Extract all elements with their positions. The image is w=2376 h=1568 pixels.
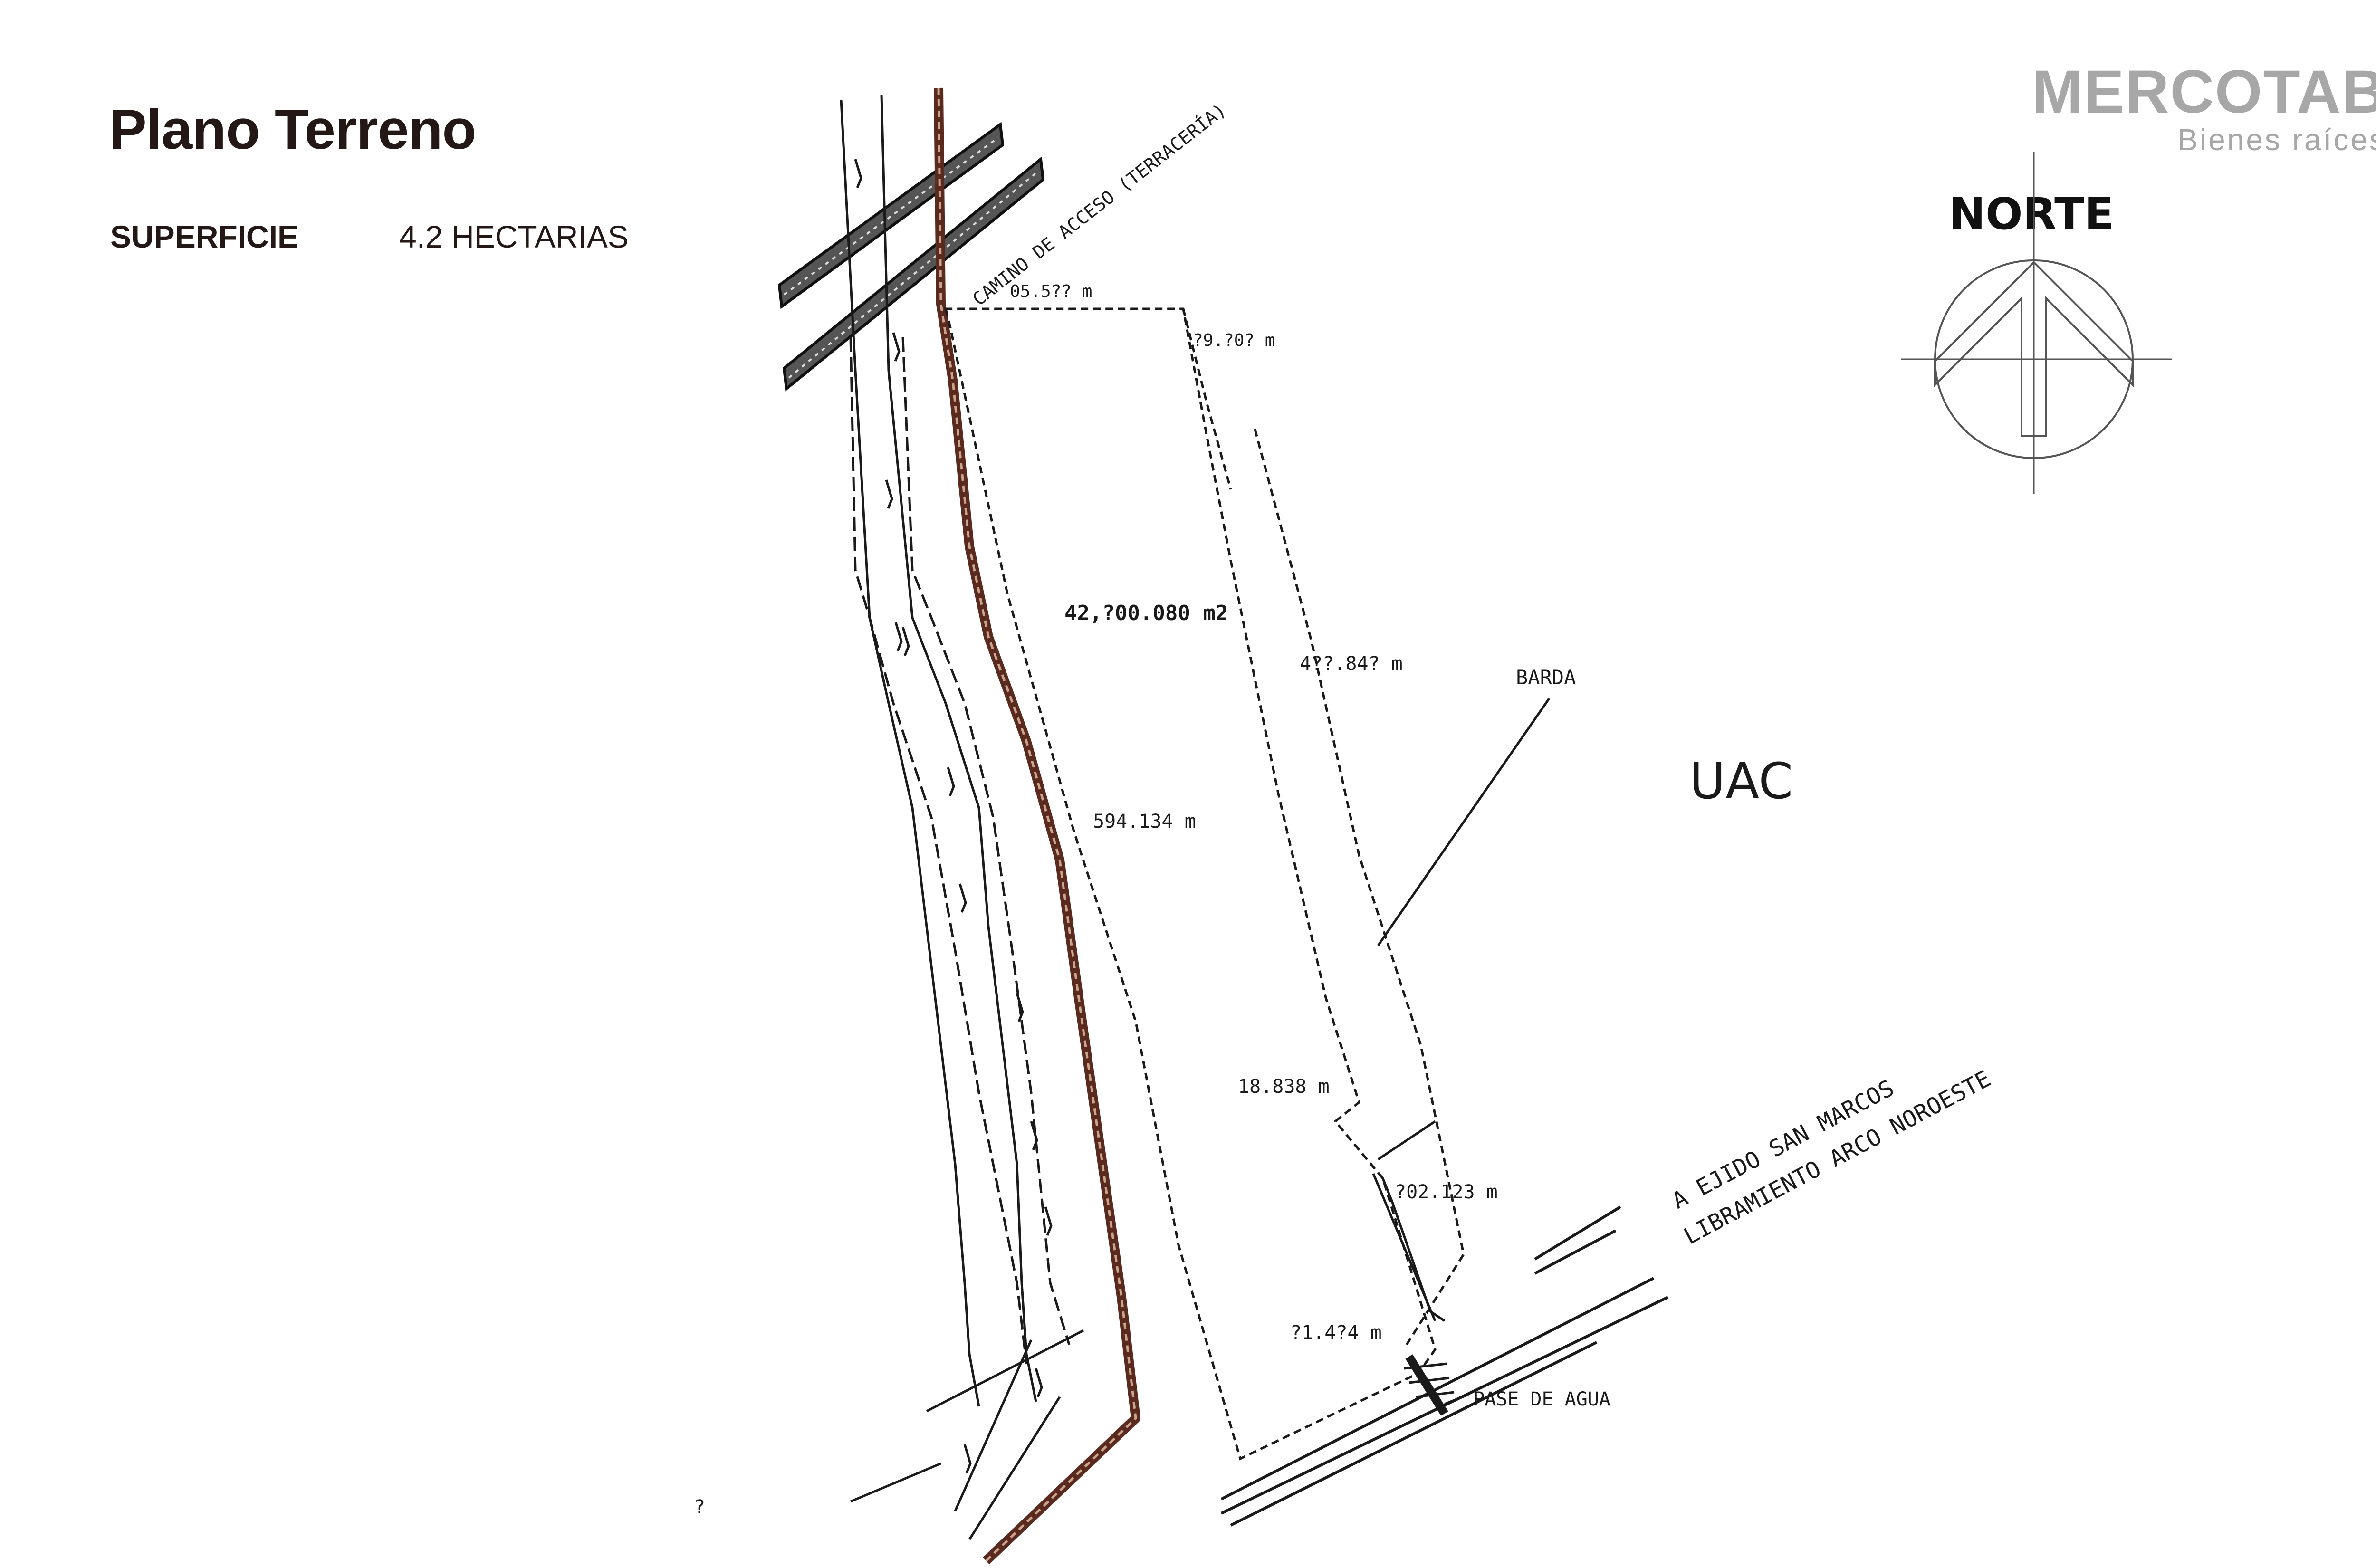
brand-tagline: Bienes raíces: [2177, 123, 2376, 157]
boundary-solid-segments: [1372, 1120, 1446, 1322]
highway-lines: [1220, 1205, 1669, 1527]
page-title: Plano Terreno: [109, 98, 477, 161]
north-compass: NORTE: [1901, 152, 2172, 494]
dim-top-right: ?9.?0? m: [1193, 331, 1275, 350]
surface-label: SUPERFICIE: [110, 219, 299, 254]
area-label: 42,?00.080 m2: [1064, 601, 1228, 625]
zone-label: UAC: [1689, 752, 1793, 810]
dim-right-long: 4??.84? m: [1300, 653, 1403, 675]
north-arrow-icon: [1934, 261, 2134, 437]
fence-leader-line: [1377, 698, 1551, 947]
brand-name: MERCOTAB: [2032, 58, 2376, 126]
dim-right-step: 18.838 m: [1238, 1076, 1330, 1098]
fence-label: BARDA: [1516, 666, 1576, 689]
canal-leader-line: [850, 1462, 941, 1503]
dim-bottom: ?1.4?4 m: [1290, 1322, 1382, 1344]
access-road-lines: [840, 95, 1084, 1540]
water-crossing-marker: [1404, 1354, 1469, 1416]
road-label-libramiento: LIBRAMIENTO ARCO NOROESTE: [1679, 1065, 1995, 1250]
railing-hatch: [777, 122, 1045, 392]
dim-left-long: 594.134 m: [1093, 811, 1196, 832]
dim-lower-right: ?02.123 m: [1395, 1181, 1498, 1203]
water-crossing-label: PASE DE AGUA: [1473, 1388, 1610, 1410]
property-boundary: [944, 307, 1465, 1461]
compass-label: NORTE: [1949, 189, 2114, 239]
dim-top: 05.5?? m: [1010, 282, 1092, 301]
canal-line: [934, 87, 1140, 1565]
canal-label: ?: [694, 1496, 705, 1518]
brand-logo: MERCOTAB Bienes raíces: [2032, 62, 2376, 158]
surface-value: 4.2 HECTARIAS: [399, 219, 629, 254]
